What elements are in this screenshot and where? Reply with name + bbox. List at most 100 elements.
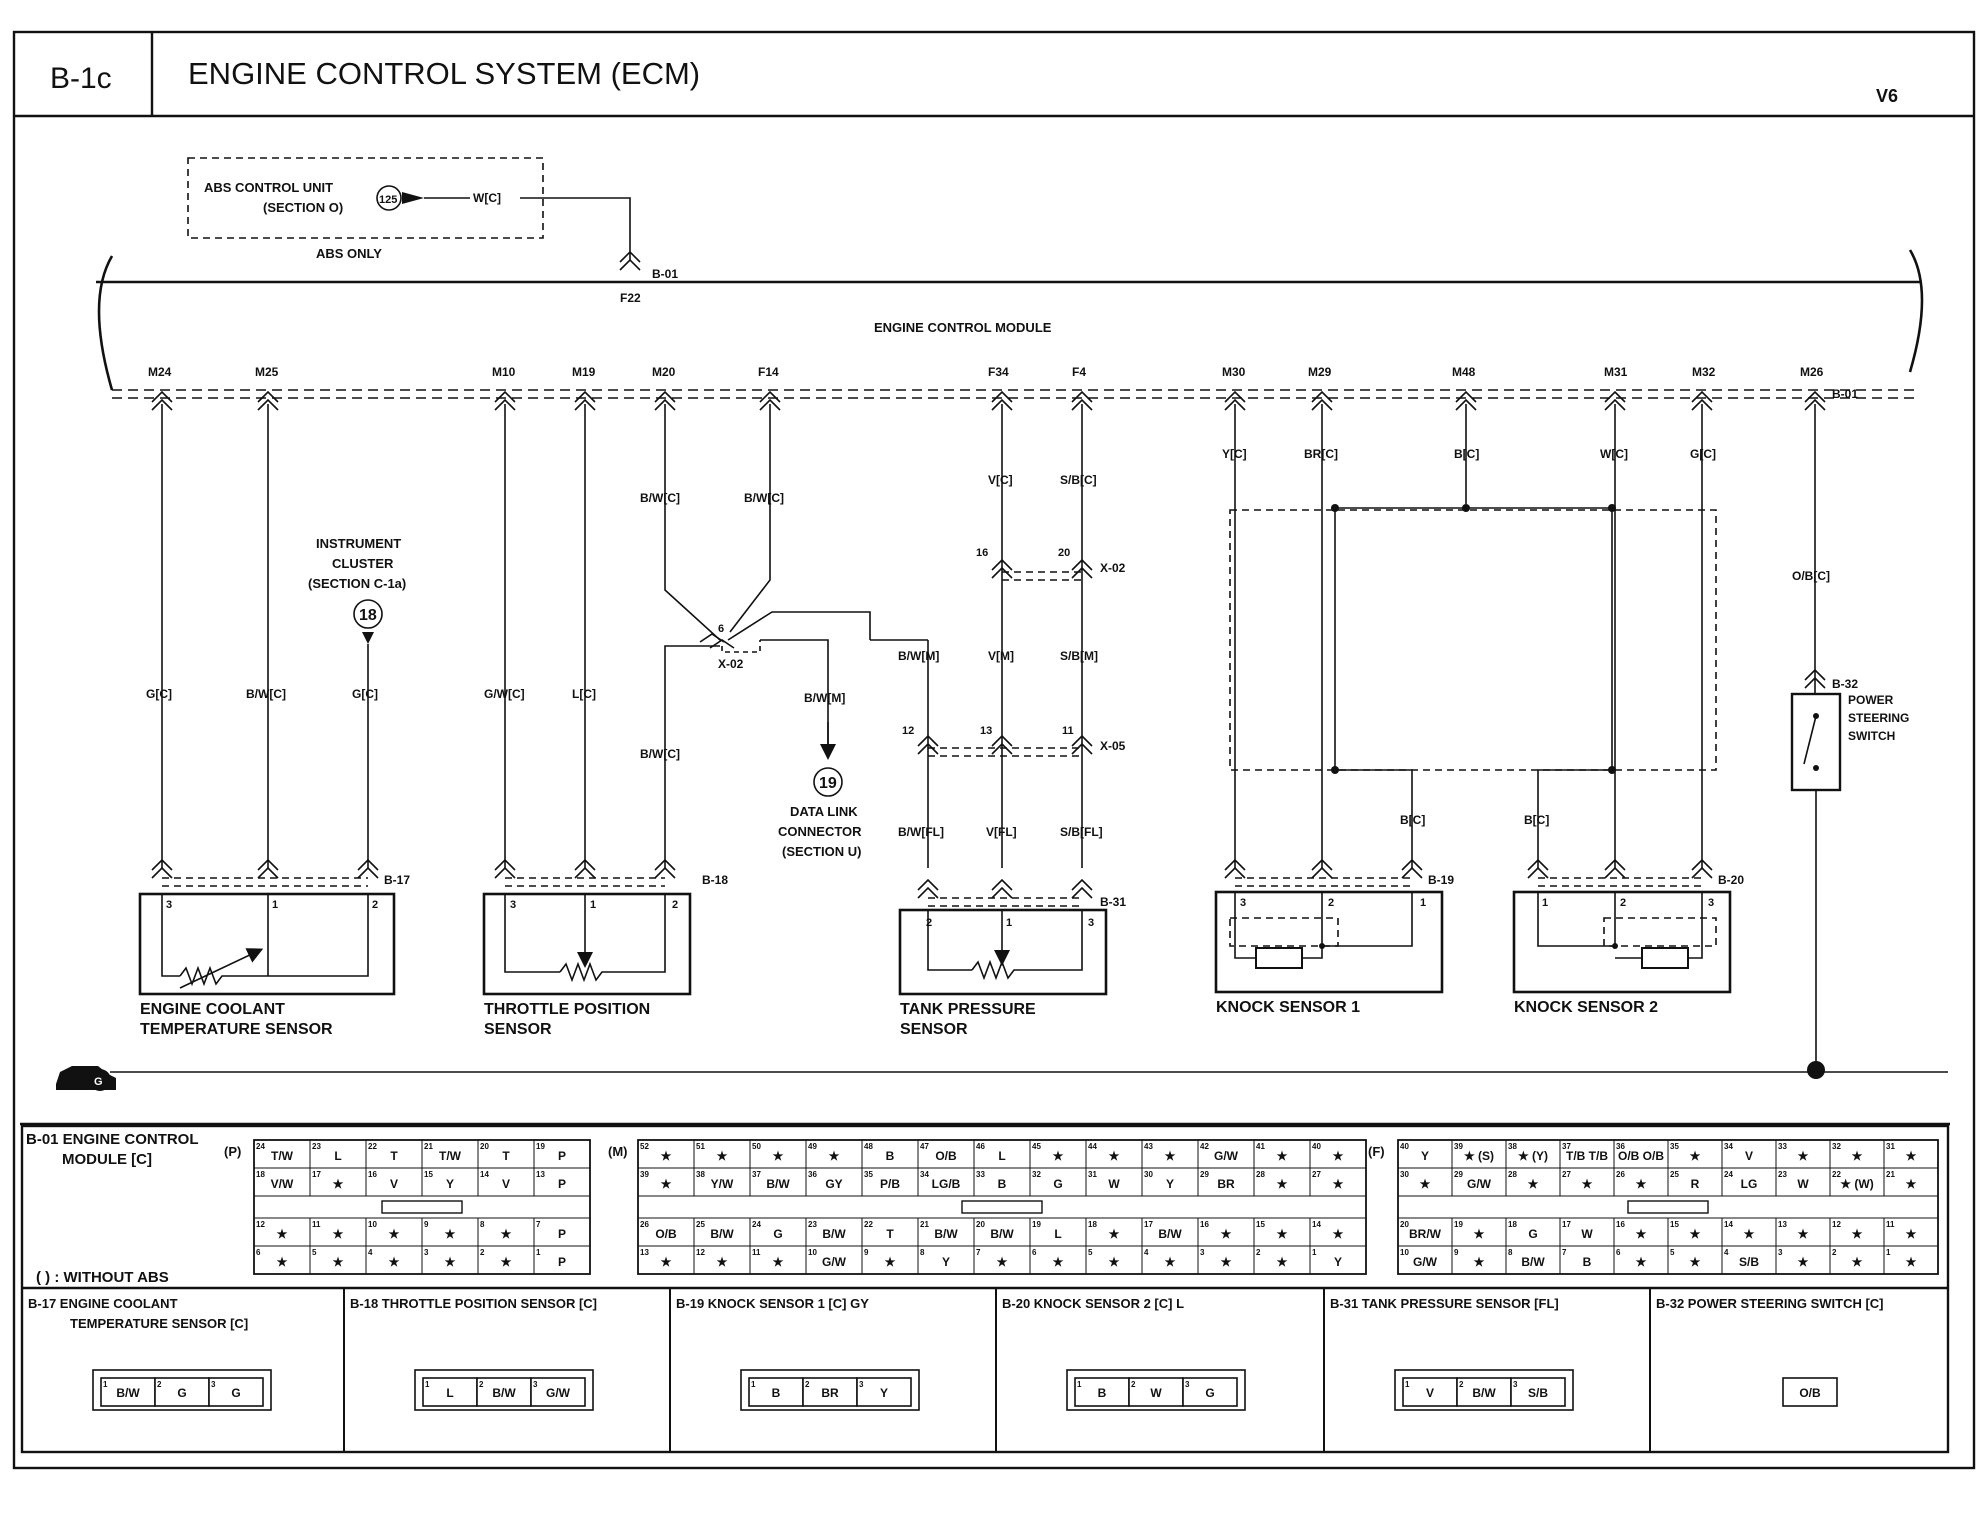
junction-x02: X-02 bbox=[718, 657, 744, 671]
connector-pin-color: O/B bbox=[655, 1227, 677, 1241]
wire-label-f4b: S/B[M] bbox=[1060, 649, 1098, 663]
connector-pin-color: ★ bbox=[717, 1255, 728, 1269]
bottom-connector-title: B-31 TANK PRESSURE SENSOR [FL] bbox=[1330, 1296, 1559, 1311]
b18-conn: B-18 bbox=[702, 873, 728, 887]
connector-pin-number: 46 bbox=[976, 1142, 985, 1151]
component-b19: B-19 3 2 1 KNOCK SENSOR 1 bbox=[1214, 873, 1454, 1016]
ecm-pin-label: M31 bbox=[1604, 365, 1628, 379]
connector-pin-color: ★ bbox=[1053, 1255, 1064, 1269]
connector-chevron bbox=[654, 390, 676, 411]
connector-cell bbox=[533, 1245, 591, 1275]
connector-pin-color: S/B bbox=[1528, 1386, 1548, 1400]
connector-pin-number: 4 bbox=[1144, 1248, 1149, 1257]
connector-pin-color: ★ bbox=[1109, 1227, 1120, 1241]
connector-pin-color: V bbox=[1745, 1149, 1753, 1163]
b32-name3: SWITCH bbox=[1848, 729, 1895, 743]
connector-cell bbox=[1309, 1245, 1367, 1275]
b18-pin-c: 2 bbox=[672, 899, 678, 911]
ecm-pin-label: F4 bbox=[1072, 365, 1086, 379]
connector-pin-color: ★ bbox=[1165, 1255, 1176, 1269]
connector-housing bbox=[414, 1369, 594, 1411]
connector-pin-color: B/W bbox=[1158, 1227, 1182, 1241]
connector-pin-number: 37 bbox=[1562, 1142, 1571, 1151]
connector-pin-color: G bbox=[177, 1386, 186, 1400]
bottom-connector-title: B-32 POWER STEERING SWITCH [C] bbox=[1656, 1296, 1884, 1311]
connector-pin-color: ★ bbox=[773, 1255, 784, 1269]
connector-pin-number: 23 bbox=[1778, 1170, 1787, 1179]
b19-pin-a: 3 bbox=[1240, 897, 1246, 909]
connector-pin-number: 2 bbox=[157, 1380, 162, 1389]
connector-pin-color: ★ bbox=[1109, 1255, 1120, 1269]
connector-pin-number: 16 bbox=[1200, 1220, 1209, 1229]
connector-pin-number: 38 bbox=[1508, 1142, 1517, 1151]
connector-pin-number: 10 bbox=[1400, 1248, 1409, 1257]
connector-pin-number: 2 bbox=[1832, 1248, 1837, 1257]
abs-ref-circle bbox=[376, 185, 402, 211]
connector-pin-color: W bbox=[1150, 1386, 1162, 1400]
connector-pin-color: ★ bbox=[1636, 1227, 1647, 1241]
connector-pin-color: BR/W bbox=[1409, 1227, 1442, 1241]
connector-pin-color: ★ bbox=[1053, 1149, 1064, 1163]
connector-pin-number: 10 bbox=[368, 1220, 377, 1229]
connector-pin bbox=[1402, 1377, 1458, 1407]
wiring: G[C] B/W[C] INSTRUMENT CLUSTER (SECTION … bbox=[56, 404, 1948, 1091]
wire-label-bwfl: B/W[FL] bbox=[898, 825, 944, 839]
b17-name2: TEMPERATURE SENSOR bbox=[140, 1021, 333, 1038]
b32-name2: STEERING bbox=[1848, 711, 1909, 725]
connector-pin bbox=[1182, 1377, 1238, 1407]
connector-pin-number: 20 bbox=[480, 1142, 489, 1151]
connector-pin-number: 11 bbox=[312, 1220, 321, 1229]
ecm-pin-label: M32 bbox=[1692, 365, 1716, 379]
connector-pin-color: B bbox=[998, 1177, 1007, 1191]
connector-pin-color: ★ bbox=[1636, 1177, 1647, 1191]
connector-pin-number: 7 bbox=[536, 1220, 541, 1229]
junction-pin-11: 11 bbox=[1062, 725, 1074, 737]
connector-pin-color: ★ bbox=[717, 1149, 728, 1163]
connector-pin-number: 31 bbox=[1886, 1142, 1895, 1151]
connector-pin-color: Y bbox=[880, 1386, 888, 1400]
connector-pin-color: ★ bbox=[333, 1227, 344, 1241]
b20-pin-a: 1 bbox=[1542, 897, 1548, 909]
ecm-pin-label: M26 bbox=[1800, 365, 1824, 379]
connector-pin-number: 18 bbox=[1508, 1220, 1517, 1229]
b18-name2: SENSOR bbox=[484, 1021, 552, 1038]
connector-pin-number: 2 bbox=[480, 1248, 485, 1257]
connector-cell bbox=[533, 1167, 591, 1197]
connector-pin-number: 49 bbox=[808, 1142, 817, 1151]
connector-key bbox=[381, 1200, 463, 1214]
connector-pin-color: O/B bbox=[935, 1149, 957, 1163]
connector-pin-color: ★ bbox=[1582, 1177, 1593, 1191]
component-b18: B-18 3 1 2 THROTTLE POSITION SENSOR bbox=[482, 873, 728, 1038]
connector-key bbox=[1627, 1200, 1709, 1214]
connector-pin-number: 25 bbox=[1670, 1170, 1679, 1179]
connector-pin-number: 3 bbox=[1513, 1380, 1518, 1389]
connector-pin-number: 16 bbox=[368, 1170, 377, 1179]
connector-pin-number: 15 bbox=[1670, 1220, 1679, 1229]
wire-label-m31: W[C] bbox=[1600, 447, 1628, 461]
connector-pin-number: 6 bbox=[1616, 1248, 1621, 1257]
connector-pin-number: 27 bbox=[1562, 1170, 1571, 1179]
wire-label-f4a: S/B[C] bbox=[1060, 473, 1097, 487]
connector-chevron bbox=[1804, 390, 1826, 411]
connector-pin-color: B/W bbox=[116, 1386, 140, 1400]
bottom-connector-title: B-17 ENGINE COOLANT bbox=[28, 1296, 178, 1311]
connector-pin-number: 9 bbox=[864, 1248, 869, 1257]
connector-pin-color: ★ bbox=[277, 1227, 288, 1241]
connector-pin-color: B/W bbox=[822, 1227, 846, 1241]
connector-pin bbox=[856, 1377, 912, 1407]
connector-pin-color: ★ bbox=[1420, 1177, 1431, 1191]
connector-pin-number: 3 bbox=[1778, 1248, 1783, 1257]
connector-pin-color: ★ bbox=[501, 1227, 512, 1241]
junction-x02b: X-02 bbox=[1100, 561, 1126, 575]
connector-pin-number: 32 bbox=[1032, 1170, 1041, 1179]
b32-conn: B-32 bbox=[1832, 677, 1858, 691]
connector-pin-color: ★ bbox=[389, 1255, 400, 1269]
connector-pin-number: 28 bbox=[1256, 1170, 1265, 1179]
connector-chevron bbox=[759, 390, 781, 411]
wire-label-bwm: B/W[M] bbox=[898, 649, 939, 663]
connector-chevron bbox=[991, 878, 1013, 899]
b31-pin-c: 3 bbox=[1088, 917, 1094, 929]
wire-label-m24: G[C] bbox=[146, 687, 172, 701]
b18-name1: THROTTLE POSITION bbox=[484, 1001, 650, 1018]
connector-pin-color: ★ bbox=[829, 1149, 840, 1163]
